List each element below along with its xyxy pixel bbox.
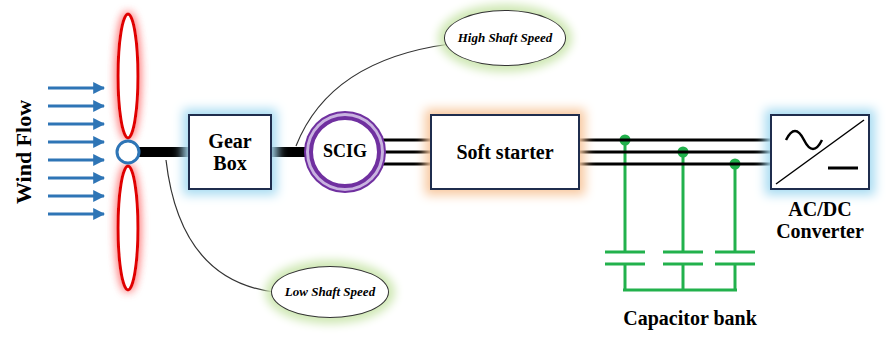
node-text: AC/DC Converter — [760, 198, 880, 242]
node-text: Gear Box — [190, 130, 270, 174]
conductor — [580, 139, 770, 142]
ac-symbol — [786, 131, 822, 149]
soft-starter-block: Soft starter — [430, 114, 580, 190]
dc-symbol — [828, 167, 858, 170]
converter-diagonal — [776, 120, 864, 184]
high-speed-shaft — [272, 152, 309, 153]
node-text: Low Shaft Speed — [285, 285, 375, 299]
conductor — [381, 150, 430, 153]
conductor — [381, 138, 430, 141]
gearbox-block: Gear Box — [188, 114, 272, 190]
capacitor-bank — [605, 136, 755, 290]
node-text: High Shaft Speed — [458, 31, 553, 45]
capacitor-label: Capacitor bank — [623, 307, 757, 330]
node-text: SCIG — [323, 142, 367, 162]
three-phase-line — [381, 140, 430, 164]
three-phase-line — [580, 140, 770, 164]
callout-ellipse: High Shaft Speed — [444, 10, 567, 66]
wind-arrows — [48, 88, 104, 214]
conductor — [381, 162, 430, 165]
wind-label: Wind Flow — [11, 100, 37, 204]
conductor — [272, 147, 309, 157]
rotor-hub — [117, 141, 139, 163]
turbine-rotor — [118, 14, 138, 290]
low-speed-shaft — [136, 147, 196, 157]
leader-lines — [166, 44, 450, 292]
conductor — [580, 163, 770, 166]
node-text: Soft starter — [456, 141, 553, 163]
conductor — [580, 151, 770, 154]
converter-symbol — [772, 116, 868, 188]
converter-outline — [770, 114, 870, 190]
callout-ellipse: Low Shaft Speed — [271, 266, 389, 318]
converter-block: AC/DC Converter — [760, 114, 880, 242]
generator-circle: SCIG — [309, 116, 381, 188]
